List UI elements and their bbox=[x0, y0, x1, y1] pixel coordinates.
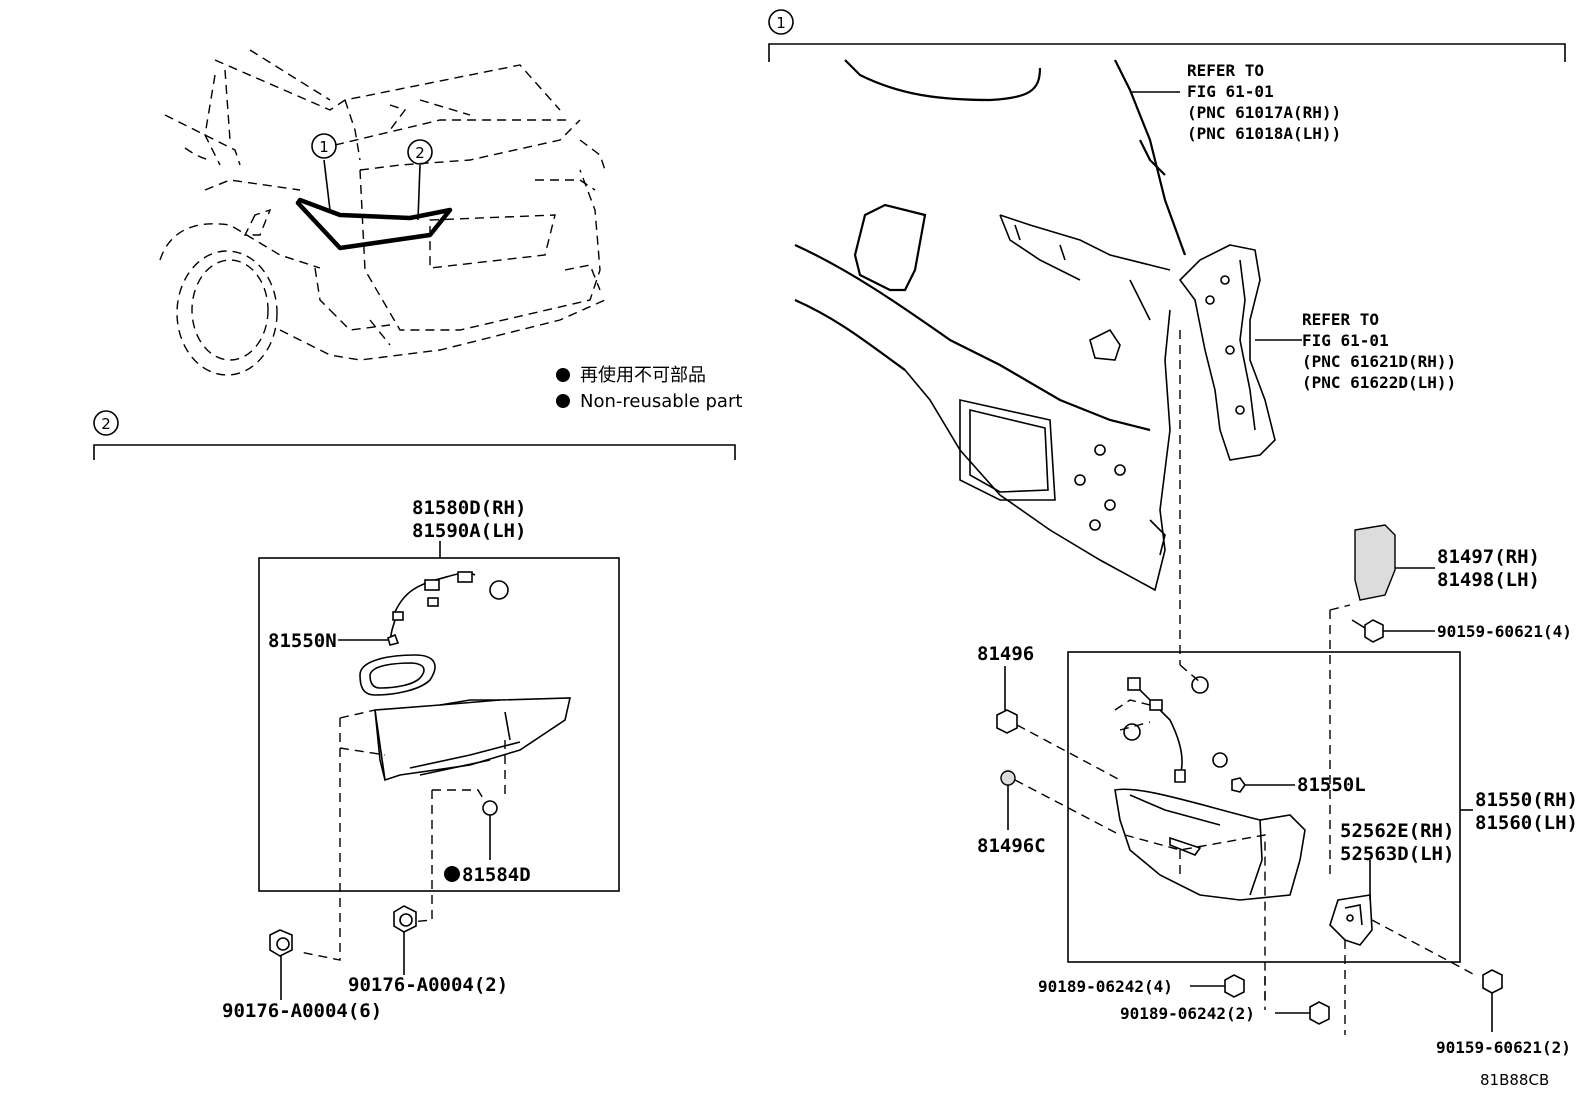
label-81497: 81497(RH) bbox=[1437, 546, 1540, 568]
non-reusable-bullet-icon bbox=[556, 394, 570, 408]
label-81550l: 81550L bbox=[1297, 774, 1366, 796]
legend-jp: 再使用不可部品 bbox=[580, 365, 706, 386]
label-90176-2: 90176-A0004(2) bbox=[348, 974, 508, 996]
callout-2-overview: 2 bbox=[415, 144, 425, 162]
label-52563d: 52563D(LH) bbox=[1340, 843, 1454, 865]
label-81498: 81498(LH) bbox=[1437, 569, 1540, 591]
refer-lower-4: (PNC 61622D(LH)) bbox=[1302, 373, 1456, 392]
label-81560: 81560(LH) bbox=[1475, 812, 1578, 834]
label-81584d: 81584D bbox=[462, 864, 531, 886]
refer-lower-2: FIG 61-01 bbox=[1302, 331, 1389, 350]
label-81550n: 81550N bbox=[268, 630, 337, 652]
non-reusable-bullet-icon bbox=[556, 368, 570, 382]
label-81590a: 81590A(LH) bbox=[412, 520, 526, 542]
refer-upper-2: FIG 61-01 bbox=[1187, 82, 1274, 101]
label-81550: 81550(RH) bbox=[1475, 789, 1578, 811]
section-2-marker: 2 bbox=[101, 415, 111, 433]
label-52562e: 52562E(RH) bbox=[1340, 820, 1454, 842]
label-bolt-bottom: 90159-60621(2) bbox=[1436, 1038, 1571, 1057]
label-bolt-top: 90159-60621(4) bbox=[1437, 622, 1572, 641]
label-81580d: 81580D(RH) bbox=[412, 497, 526, 519]
label-81496c: 81496C bbox=[977, 835, 1046, 857]
refer-lower-3: (PNC 61621D(RH)) bbox=[1302, 352, 1456, 371]
legend-en: Non-reusable part bbox=[580, 391, 742, 412]
label-81496: 81496 bbox=[977, 643, 1034, 665]
section-1-marker: 1 bbox=[776, 14, 786, 32]
refer-upper-3: (PNC 61017A(RH)) bbox=[1187, 103, 1341, 122]
label-nut-2: 90189-06242(2) bbox=[1120, 1004, 1255, 1023]
label-90176-6: 90176-A0004(6) bbox=[222, 1000, 382, 1022]
label-nut-4: 90189-06242(4) bbox=[1038, 977, 1173, 996]
section-2: 2 81580D(RH) 81590A(LH) 81550N bbox=[93, 410, 736, 1022]
refer-upper-1: REFER TO bbox=[1187, 61, 1264, 80]
section-1: 1 REFER TO FIG 61-01 (PNC 61017A(RH)) (P… bbox=[768, 9, 1578, 1057]
refer-upper-4: (PNC 61018A(LH)) bbox=[1187, 124, 1341, 143]
legend: 再使用不可部品 Non-reusable part bbox=[556, 365, 742, 412]
vehicle-overview: 1 2 bbox=[159, 49, 606, 376]
callout-1-overview: 1 bbox=[319, 138, 329, 156]
diagram-code: 81B88CB bbox=[1480, 1071, 1549, 1089]
non-reusable-bullet-icon bbox=[444, 866, 460, 882]
refer-lower-1: REFER TO bbox=[1302, 310, 1379, 329]
